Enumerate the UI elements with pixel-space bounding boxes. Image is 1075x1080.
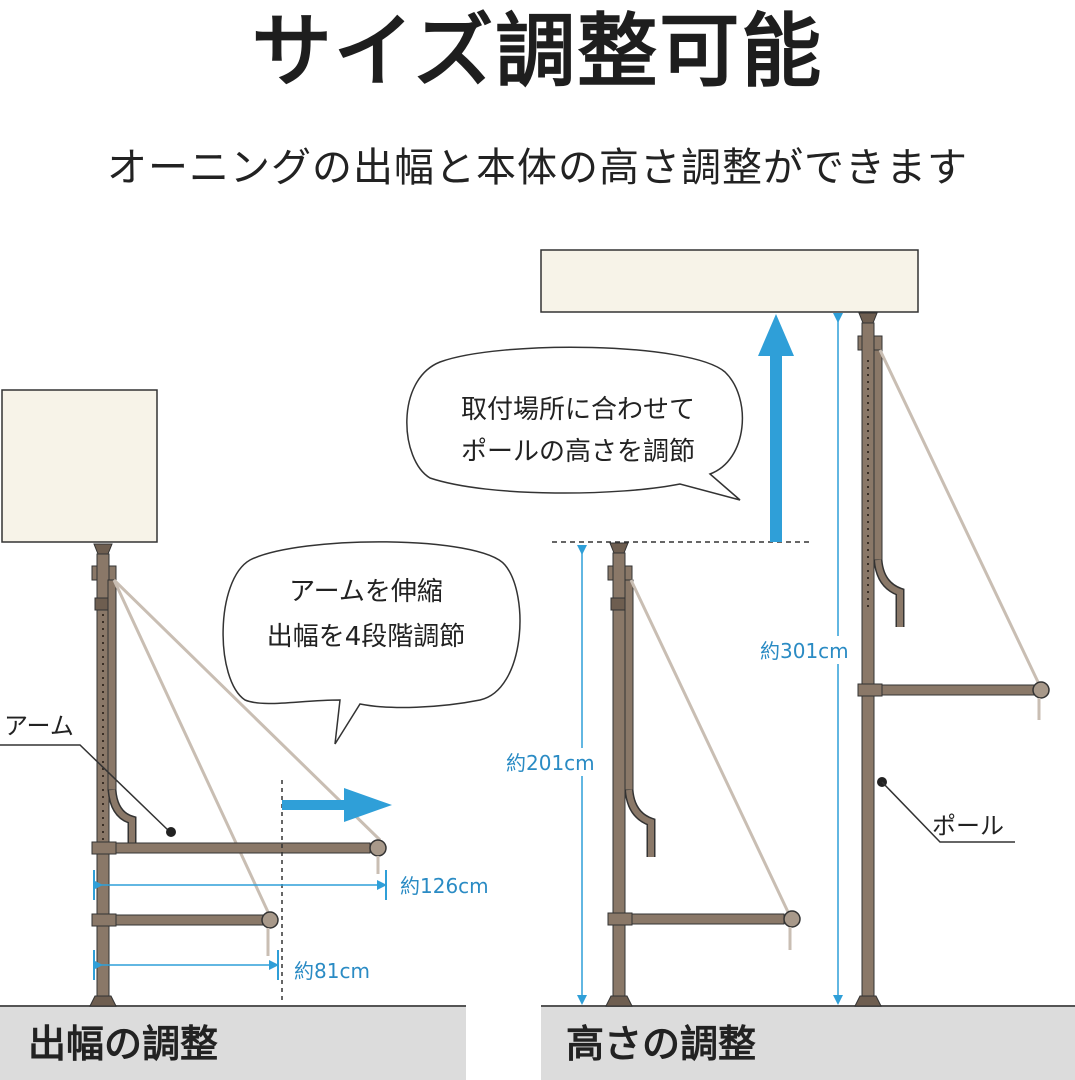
dim-126-label: 約126cm bbox=[400, 874, 489, 898]
left-footer-label: 出幅の調整 bbox=[28, 1022, 218, 1066]
right-bubble-line1: 取付場所に合わせて bbox=[461, 395, 695, 425]
left-arm-short bbox=[115, 914, 267, 926]
left-bubble-line2: 出幅を4段階調節 bbox=[267, 622, 466, 652]
left-speech-bubble bbox=[222, 541, 521, 745]
left-wall-box bbox=[1, 389, 158, 543]
dim-301-label: 約301cm bbox=[760, 639, 849, 663]
right-speech-bubble bbox=[406, 346, 744, 501]
left-arm-extended bbox=[115, 842, 371, 854]
right-bubble-line2: ポールの高さを調節 bbox=[461, 437, 695, 467]
short-pole bbox=[612, 552, 626, 1001]
right-panel: 高さの調整 約201cm bbox=[406, 249, 1075, 1080]
arm-callout-dot bbox=[166, 827, 176, 837]
right-ceiling-box bbox=[540, 249, 919, 313]
arm-label: アーム bbox=[4, 712, 74, 740]
right-floor bbox=[541, 1006, 1075, 1080]
page-title: サイズ調整可能 bbox=[251, 5, 824, 98]
dim-81-label: 約81cm bbox=[294, 959, 370, 983]
dim-201-label: 約201cm bbox=[506, 751, 595, 775]
raise-arrow bbox=[758, 314, 794, 542]
left-floor bbox=[0, 1006, 466, 1080]
left-bubble-line1: アームを伸縮 bbox=[289, 577, 443, 607]
extend-arrow bbox=[282, 788, 392, 822]
pole-label: ポール bbox=[932, 812, 1004, 840]
left-panel: 出幅の調整 約126cm bbox=[0, 389, 521, 1080]
right-footer-label: 高さの調整 bbox=[566, 1022, 756, 1066]
page-subtitle: オーニングの出幅と本体の高さ調整ができます bbox=[107, 145, 968, 191]
